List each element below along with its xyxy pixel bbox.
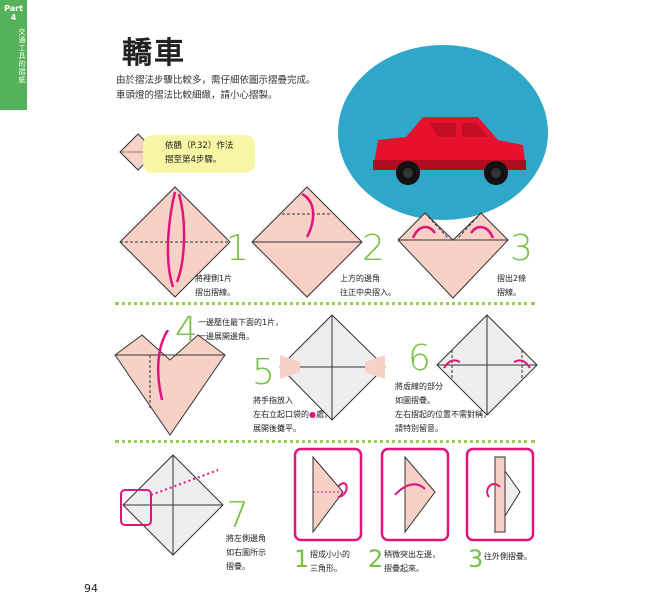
step6-text: 將虛線的部分如圖摺疊。左右摺起的位置不需對稱，請特別留意。 bbox=[395, 382, 491, 433]
substep2-diagram bbox=[380, 447, 450, 542]
step6-diagram bbox=[436, 314, 538, 416]
divider-2 bbox=[115, 440, 535, 443]
step2-text: 上方的邊角往正中央摺入。 bbox=[340, 274, 396, 297]
page-title: 轎車 bbox=[122, 36, 186, 71]
step5-text: 將手指放入 左右立起口袋的●處， 展開後攤平。 bbox=[253, 396, 332, 433]
step3-diagram bbox=[397, 212, 509, 299]
substep3-text: 往外側摺疊。 bbox=[484, 552, 532, 561]
step7-number: 7 bbox=[226, 495, 249, 536]
step3-text: 摺出2條摺線。 bbox=[497, 274, 527, 297]
step7-diagram bbox=[120, 454, 224, 556]
substep2-number: 2 bbox=[368, 545, 384, 573]
reference-note: 依鶴（P.32）作法 摺至第4步驟。 bbox=[143, 135, 255, 173]
step4-diagram bbox=[114, 330, 226, 436]
page-number: 94 bbox=[84, 582, 98, 595]
step4-number: 4 bbox=[175, 310, 198, 351]
step4-text: 一邊壓住最下面的1片，一邊展開邊角。 bbox=[198, 318, 284, 341]
note-line-1: 依鶴（P.32）作法 bbox=[165, 141, 234, 151]
step5-diagram bbox=[279, 314, 386, 421]
step1-diagram bbox=[119, 186, 231, 298]
substep1-text: 摺成小小的三角形。 bbox=[310, 550, 350, 573]
step7-text: 將左側邊角如右圖所示摺疊。 bbox=[226, 534, 266, 571]
step1-number: 1 bbox=[226, 228, 249, 269]
substep3-diagram bbox=[465, 447, 535, 542]
note-line-2: 摺至第4步驟。 bbox=[165, 155, 222, 165]
divider-1 bbox=[115, 302, 535, 305]
step6-number: 6 bbox=[408, 338, 431, 379]
section-label: 交通工具的摺紙 bbox=[18, 28, 26, 84]
pink-marker-icon: ● bbox=[309, 410, 316, 419]
substep1-number: 1 bbox=[294, 545, 310, 573]
step2-diagram bbox=[251, 186, 363, 298]
substep3-number: 3 bbox=[468, 545, 484, 573]
intro-line-2: 車頭燈的摺法比較細緻，請小心摺製。 bbox=[116, 90, 278, 101]
intro-line-1: 由於摺法步驟比較多，需仔細依圖示摺疊完成。 bbox=[116, 75, 316, 86]
substep1-diagram bbox=[293, 447, 363, 542]
step2-number: 2 bbox=[362, 228, 385, 269]
step1-text: 將裡側1片摺出摺線。 bbox=[195, 274, 235, 297]
car-photo bbox=[338, 45, 548, 220]
step3-number: 3 bbox=[510, 228, 533, 269]
step5-number: 5 bbox=[252, 352, 275, 393]
car-illustration bbox=[373, 117, 526, 185]
substep2-text: 稍微突出左邊，摺疊起來。 bbox=[384, 550, 440, 573]
